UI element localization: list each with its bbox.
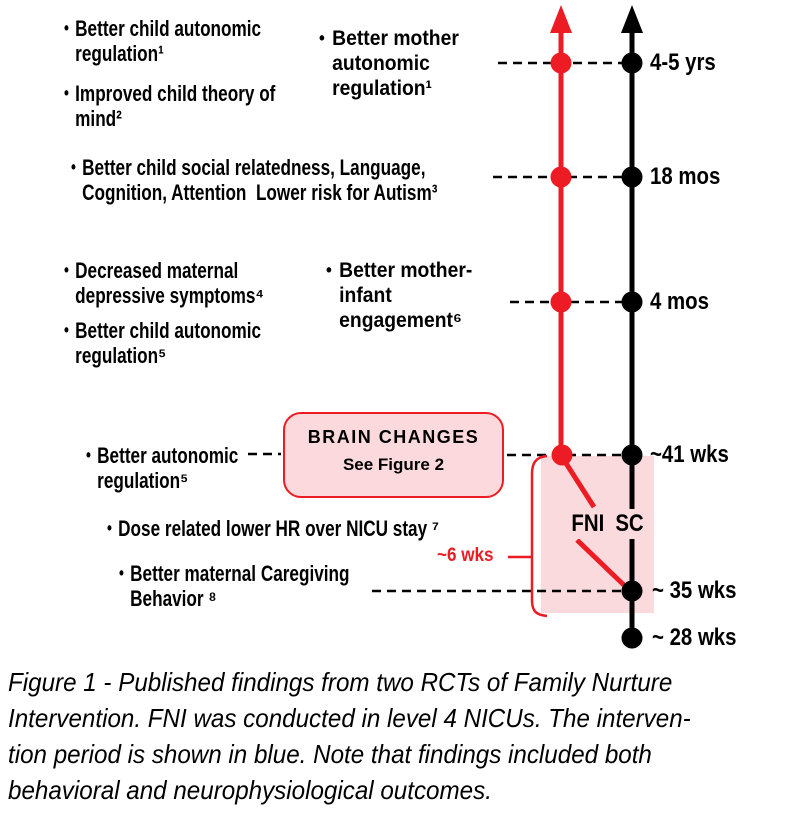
bullet-icon: • [107,518,112,538]
outcome-mother-autonomic-regulation: • Better mother autonomic regulation¹ [319,26,459,101]
outcome-text: Better child autonomic regulation¹ [75,16,262,66]
sc-label: SC [611,509,648,539]
outcome-text: Better autonomic regulation⁵ [97,443,239,493]
outcome-better-autonomic-regulation: • Better autonomic regulation⁵ [86,443,238,493]
bullet-icon: • [86,445,91,465]
fni-label: FNI [568,509,608,539]
outcome-child-theory-of-mind: • Improved child theory of mind² [64,81,275,131]
time-label-28-wks: ~ 28 wks [652,624,737,651]
interval-6-wks-label: ~6 wks [437,545,494,566]
sc-dot-18-mos [621,166,643,188]
fni-arrowhead-icon [550,5,572,33]
outcome-child-autonomic-regulation: • Better child autonomic regulation¹ [64,16,261,66]
outcome-text: Better mother autonomic regulation¹ [332,27,459,100]
sc-dot-4-5-yrs [621,52,643,74]
brain-changes-box: BRAIN CHANGES See Figure 2 [283,412,504,498]
bullet-icon: • [64,260,69,280]
sc-dot-41-wks [621,444,643,466]
timeline-graphic [248,5,654,649]
brain-changes-subtitle: See Figure 2 [342,455,445,474]
time-label-4-5-yrs: 4-5 yrs [650,49,716,76]
outcome-maternal-caregiving-behavior: • Better maternal Caregiving Behavior ⁸ [119,561,350,611]
outcome-text: Better child social relatedness, Languag… [82,155,438,205]
bullet-icon: • [64,83,69,103]
bullet-icon: • [64,320,69,340]
outcome-text: Decreased maternal depressive symptoms⁴ [75,258,264,308]
fni-dot-4-5-yrs [550,52,572,74]
outcome-text: Dose related lower HR over NICU stay ⁷ [118,516,439,541]
time-label-35-wks: ~ 35 wks [652,577,737,604]
fni-diagonal-segment-lower [575,538,630,591]
sc-dot-28-wks [621,627,643,649]
group-labels: FNI SC [568,509,648,539]
bullet-icon: • [319,28,325,48]
fni-dot-18-mos [550,166,572,188]
outcome-child-social-relatedness: • Better child social relatedness, Langu… [71,155,437,205]
outcome-text: Improved child theory of mind² [75,81,276,131]
outcome-text: Better maternal Caregiving Behavior ⁸ [130,561,350,611]
time-label-41-wks: ~41 wks [650,441,729,468]
outcome-decreased-maternal-depression: • Decreased maternal depressive symptoms… [64,258,264,308]
sc-dot-4-mos [621,291,643,313]
figure-caption: Figure 1 - Published findings from two R… [8,667,691,805]
outcome-child-autonomic-regulation-5: • Better child autonomic regulation⁵ [64,318,261,368]
annotations-layer: • Better child autonomic regulation¹ • I… [64,16,737,651]
time-label-4-mos: 4 mos [650,288,709,315]
bullet-icon: • [326,260,332,280]
outcome-text: Better mother- infant engagement⁶ [339,259,473,332]
interval-brace [530,454,548,618]
outcome-dose-related-lower-hr: • Dose related lower HR over NICU stay ⁷ [107,516,439,541]
sc-arrowhead-icon [621,5,643,33]
time-label-18-mos: 18 mos [650,163,721,190]
outcome-text: Better child autonomic regulation⁵ [75,318,262,368]
fni-dot-41-wks [551,444,573,466]
fni-dot-4-mos [550,291,572,313]
bullet-icon: • [119,563,124,583]
fni-diagonal-segment-upper [559,455,597,509]
bullet-icon: • [64,18,69,38]
brain-changes-title: BRAIN CHANGES [307,427,480,447]
bullet-icon: • [71,157,76,177]
outcome-mother-infant-engagement: • Better mother- infant engagement⁶ [326,258,472,333]
sc-dot-35-wks [621,580,643,602]
